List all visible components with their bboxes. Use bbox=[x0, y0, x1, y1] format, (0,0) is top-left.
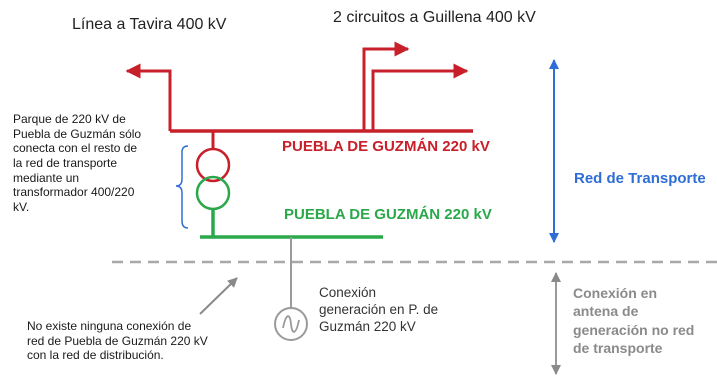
conexion-generacion-line: Guzmán 220 kV bbox=[319, 318, 416, 334]
note-parque-line: Parque de 220 kV de bbox=[13, 112, 126, 126]
antena-line: antena de bbox=[573, 303, 639, 320]
note-parque-220kv: Parque de 220 kV de Puebla de Guzmán sól… bbox=[13, 112, 141, 214]
antena-line: Conexión en bbox=[573, 285, 658, 301]
note-bracket bbox=[175, 145, 189, 229]
generator-sine bbox=[282, 315, 300, 333]
note-parque-line: mediante un bbox=[13, 170, 80, 185]
network-400kv bbox=[125, 41, 473, 150]
label-conexion-antena: Conexión en antena de generación no red … bbox=[573, 284, 694, 358]
generation-connection bbox=[274, 237, 308, 341]
note-parque-line: la red de transporte bbox=[13, 155, 118, 170]
note-parque-line: kV. bbox=[13, 199, 30, 214]
label-linea-tavira: Línea a Tavira 400 kV bbox=[72, 16, 227, 33]
distribution-note-pointer bbox=[199, 277, 238, 315]
line-to-tavira bbox=[125, 63, 172, 131]
label-red-transporte: Red de Transporte bbox=[574, 170, 706, 187]
label-conexion-generacion: Conexión generación en P. de Guzmán 220 … bbox=[319, 285, 438, 336]
conexion-generacion-line: Conexión bbox=[319, 285, 377, 300]
conexion-generacion-line: generación en P. de bbox=[319, 301, 439, 317]
circuit-to-guillena-1 bbox=[362, 41, 410, 131]
antena-line: de transporte bbox=[573, 340, 663, 357]
circuit-to-guillena-2 bbox=[371, 63, 469, 131]
note-distribucion-line: con la red de distribución. bbox=[27, 348, 164, 363]
label-bus-400kv: PUEBLA DE GUZMÁN 220 kV bbox=[282, 138, 490, 155]
note-parque-line: conecta con el resto de bbox=[13, 141, 138, 156]
transformer-winding-400kv bbox=[195, 147, 231, 183]
label-bus-220kv: PUEBLA DE GUZMÁN 220 kV bbox=[284, 206, 492, 223]
transformer-400-220 bbox=[195, 147, 231, 211]
antena-line: generación no red bbox=[573, 321, 695, 338]
note-parque-line: transformador 400/220 bbox=[13, 185, 135, 200]
note-distribucion: No existe ninguna conexión de red de Pue… bbox=[27, 319, 208, 363]
label-circuitos-guillena: 2 circuitos a Guillena 400 kV bbox=[333, 9, 536, 26]
note-parque-line: Puebla de Guzmán sólo bbox=[13, 126, 142, 141]
note-distribucion-line: red de Puebla de Guzmán 220 kV bbox=[27, 333, 208, 348]
note-distribucion-line: No existe ninguna conexión de bbox=[27, 319, 192, 333]
